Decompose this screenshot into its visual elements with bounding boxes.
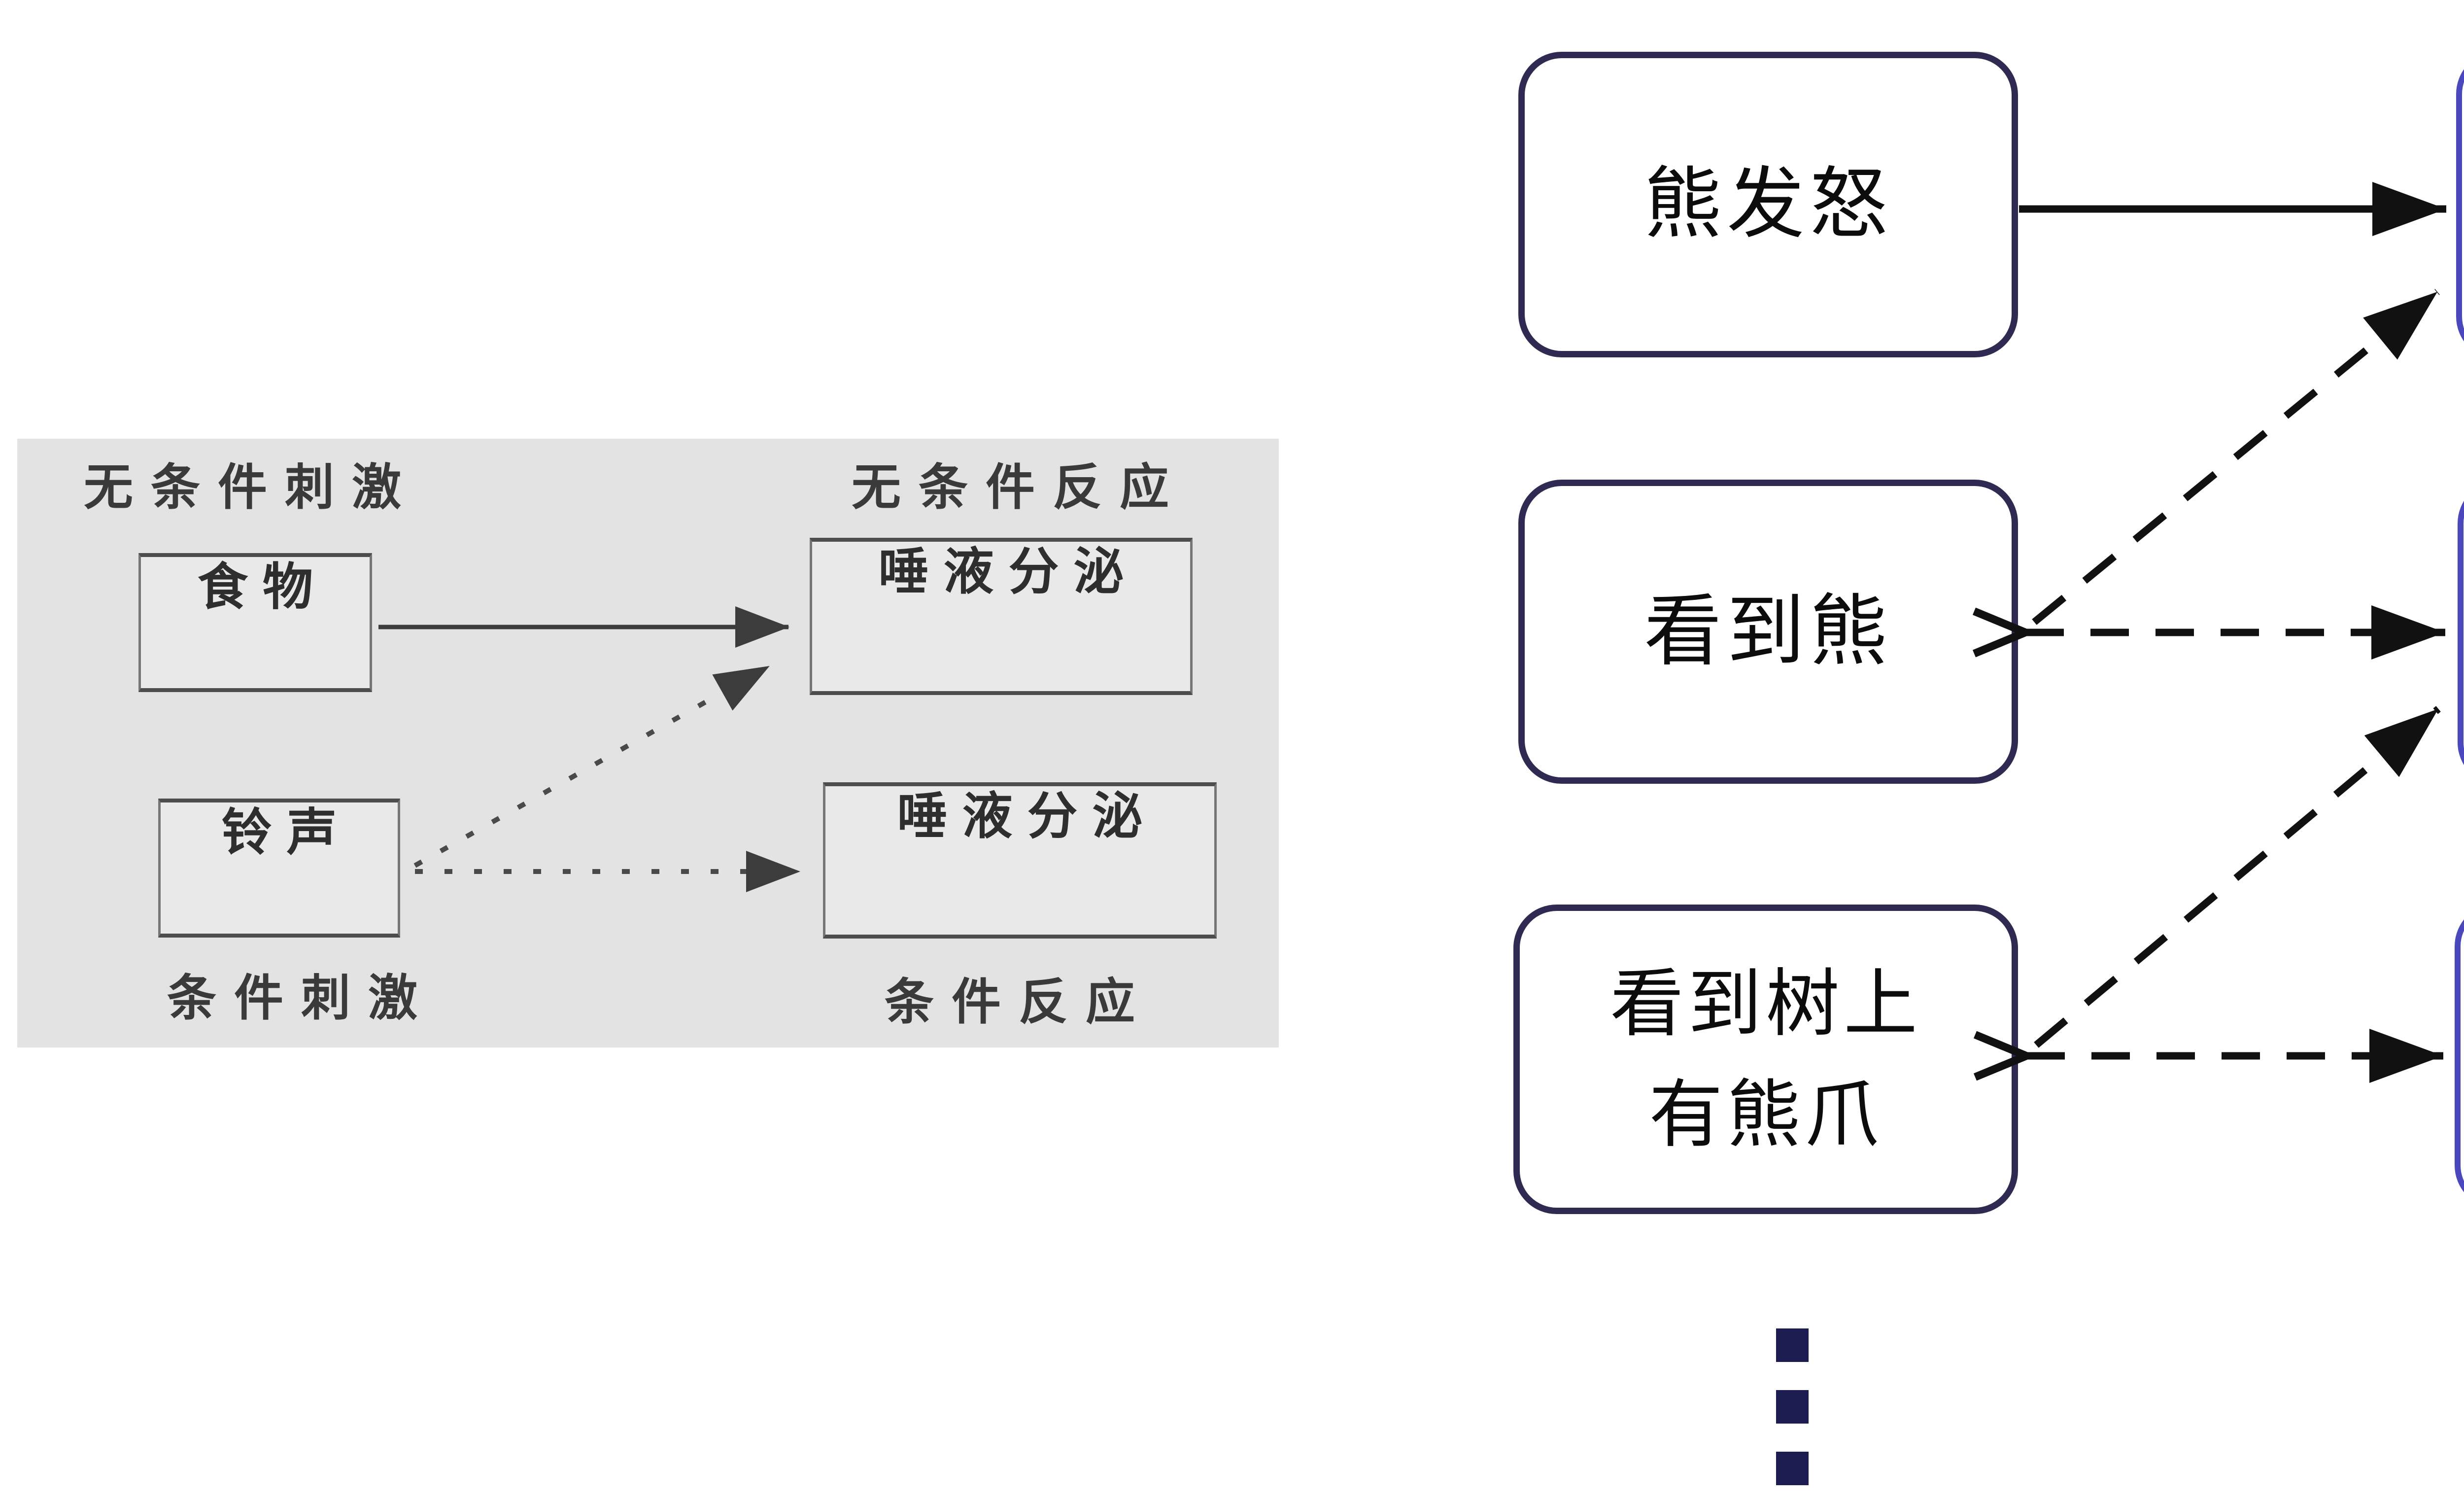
value-current-state-box: V(s) bbox=[2455, 903, 2464, 1209]
see-claw-label-line1: 看到树上 bbox=[1609, 962, 1921, 1045]
label-conditioned-response: 条件反应 bbox=[885, 975, 1153, 1030]
salivation-top-box: 唾液分泌 bbox=[810, 538, 1193, 695]
left-ellipsis-dot-3 bbox=[1776, 1452, 1809, 1485]
reward-box: 奖励 bbox=[2456, 51, 2464, 360]
left-ellipsis-dot-2 bbox=[1776, 1390, 1809, 1424]
bear-angry-label: 熊发怒 bbox=[1644, 161, 1892, 248]
see-bear-box: 看到熊 bbox=[1518, 480, 2018, 784]
label-unconditioned-response: 无条件反应 bbox=[852, 460, 1187, 515]
bell-box: 铃声 bbox=[158, 799, 400, 938]
food-box: 食物 bbox=[138, 553, 372, 692]
dashed-arrow-see-bear-to-reward bbox=[2032, 289, 2440, 625]
salivation-top-label: 唾液分泌 bbox=[878, 544, 1139, 600]
left-ellipsis-dot-1 bbox=[1776, 1328, 1809, 1362]
see-claw-box: 看到树上 有熊爪 bbox=[1513, 905, 2018, 1214]
see-bear-label: 看到熊 bbox=[1644, 588, 1892, 675]
salivation-bottom-box: 唾液分泌 bbox=[823, 782, 1217, 939]
value-next-state-box: V(s′) bbox=[2458, 480, 2464, 786]
label-unconditioned-stimulus: 无条件刺激 bbox=[84, 460, 419, 515]
bear-angry-box: 熊发怒 bbox=[1518, 52, 2018, 357]
dashed-arrow-see-claw-to-value-next bbox=[2034, 706, 2441, 1048]
salivation-bottom-label: 唾液分泌 bbox=[897, 788, 1158, 844]
food-box-label: 食物 bbox=[198, 559, 328, 615]
bell-box-label: 铃声 bbox=[221, 804, 352, 861]
pavlov-panel: 无条件刺激 无条件反应 条件刺激 条件反应 食物 唾液分泌 铃声 唾液分泌 bbox=[17, 439, 1279, 1047]
label-conditioned-stimulus: 条件刺激 bbox=[167, 971, 435, 1026]
see-claw-label-line2: 有熊爪 bbox=[1648, 1073, 1882, 1156]
